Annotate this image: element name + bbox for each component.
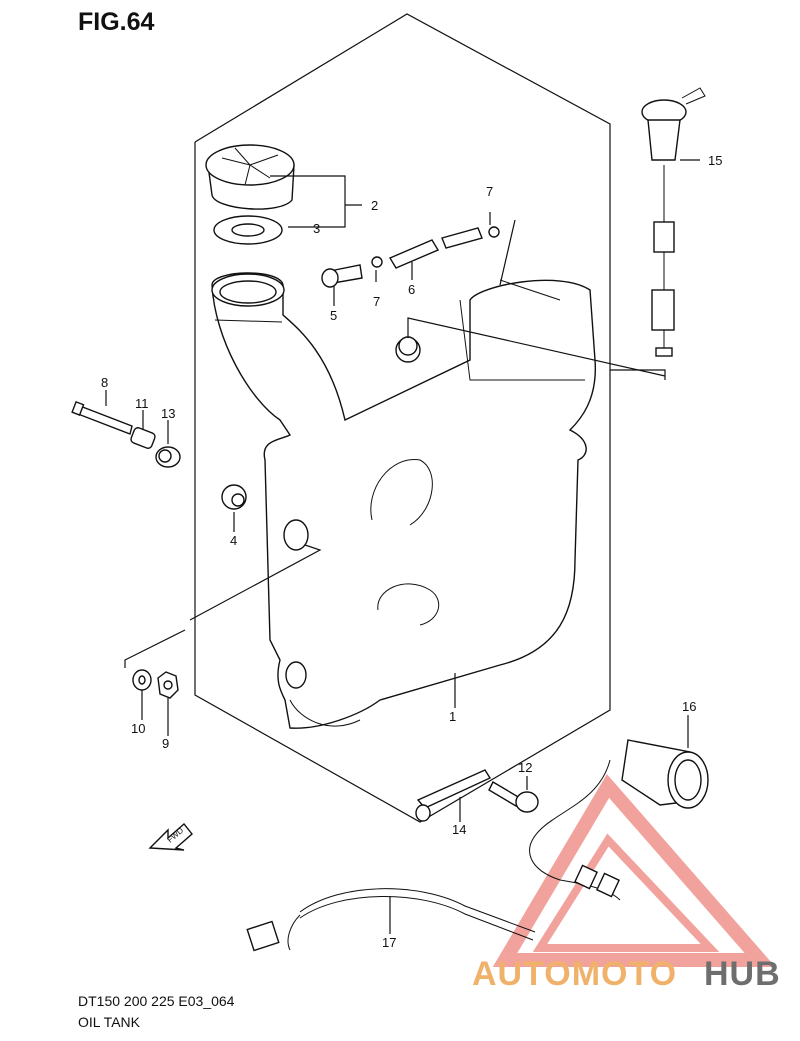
collar-11: [130, 427, 156, 449]
callout-4: 4: [230, 533, 237, 548]
bolt-12: [488, 781, 539, 813]
nut-9: [157, 671, 179, 699]
model-code: DT150 200 225 E03_064: [78, 993, 235, 1009]
figure-title: FIG.64: [78, 8, 155, 36]
callout-15: 15: [708, 153, 722, 168]
watermark-part2: HUB: [704, 955, 781, 993]
callout-13: 13: [161, 406, 175, 421]
grommet-4: [221, 484, 247, 510]
watermark-part1: AUTOMOTO: [472, 955, 677, 993]
figure-name: OIL TANK: [78, 1014, 140, 1030]
callout-10: 10: [131, 721, 145, 736]
callout-12: 12: [518, 760, 532, 775]
enclosure-frame: [194, 13, 666, 823]
callout-numbers: 1 2 3 4 5 6 7 7 8 9 10 11 13 12 14 15 16…: [101, 153, 722, 950]
bracket-14: [415, 769, 492, 822]
callout-17: 17: [382, 935, 396, 950]
callout-1: 1: [449, 709, 456, 724]
callout-7-upper: 7: [486, 184, 493, 199]
leader-lines: [105, 159, 700, 934]
wire-harness: [246, 888, 536, 952]
tank-cap: [205, 144, 295, 210]
callout-9: 9: [162, 736, 169, 751]
oil-tank: [211, 272, 596, 729]
oil-hose: [388, 227, 483, 269]
washer-10: [132, 669, 152, 691]
watermark-logo: [492, 774, 776, 967]
fwd-arrow-icon: FWD: [148, 822, 193, 851]
callout-7-lower: 7: [373, 294, 380, 309]
callout-6: 6: [408, 282, 415, 297]
callout-2: 2: [371, 198, 378, 213]
cap-gasket: [213, 215, 283, 245]
callout-3: 3: [313, 221, 320, 236]
level-gauge: [641, 87, 706, 357]
bolt-8: [71, 400, 133, 435]
callout-11: 11: [135, 396, 149, 411]
hose-fitting: [321, 264, 363, 288]
watermark-text: AUTOMOTO HUB: [472, 955, 781, 993]
callout-5: 5: [330, 308, 337, 323]
hose-clip: [371, 226, 500, 268]
callout-14: 14: [452, 822, 466, 837]
oil-indicator: [529, 739, 709, 901]
callout-8: 8: [101, 375, 108, 390]
bushing-13: [155, 446, 181, 468]
callout-16: 16: [682, 699, 696, 714]
